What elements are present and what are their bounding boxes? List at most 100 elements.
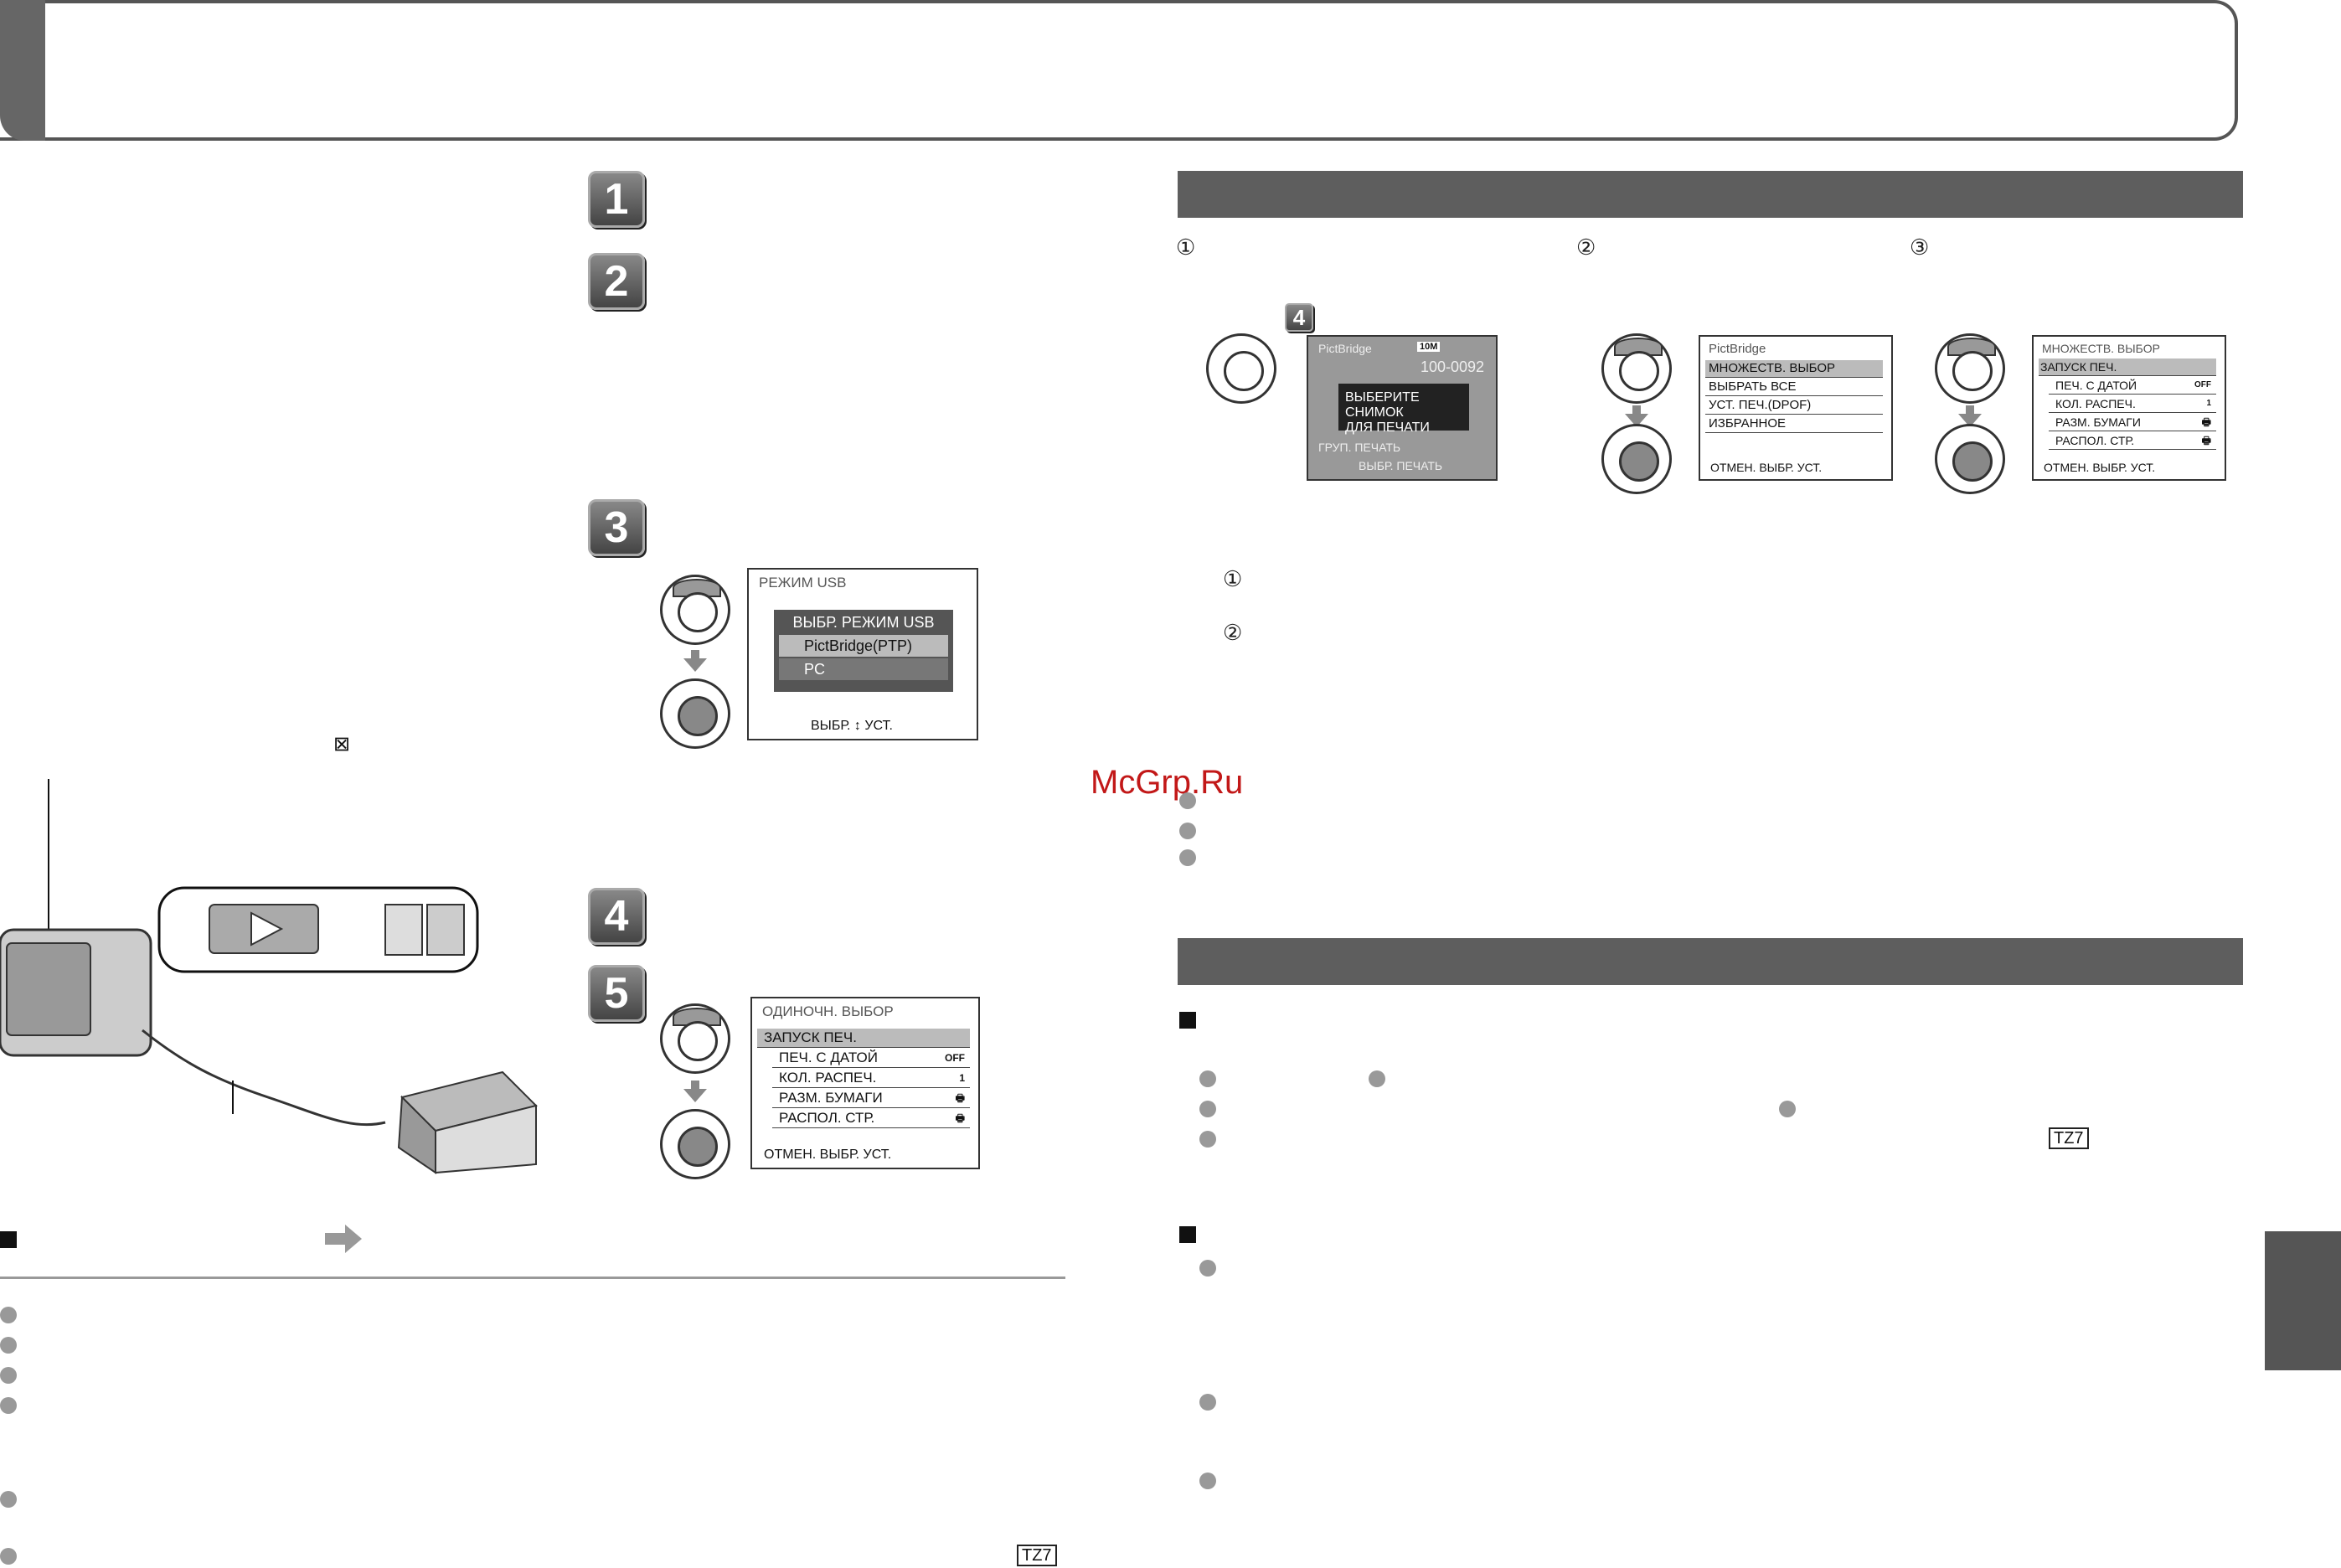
step-badge-2: 2 bbox=[588, 253, 645, 310]
multi-select-footer: ОТМЕН. ВЫБР. УСТ. bbox=[2044, 461, 2156, 474]
circled-num-2: ② bbox=[1576, 235, 1596, 260]
pictbridge-title: PictBridge bbox=[1709, 342, 1766, 356]
pictbridge-menu-screen: PictBridge МНОЖЕСТВ. ВЫБОР ВЫБРАТЬ ВСЕ У… bbox=[1699, 335, 1893, 481]
row-value: 1 bbox=[2206, 399, 2211, 408]
section-square-icon bbox=[1179, 1226, 1196, 1243]
pictbridge-row-dpof[interactable]: УСТ. ПЕЧ.(DPOF) bbox=[1705, 397, 1883, 415]
printer-icon: 🖶 bbox=[2201, 435, 2211, 446]
single-row-copies[interactable]: КОЛ. РАСПЕЧ. 1 bbox=[772, 1069, 970, 1088]
dpad-up-icon bbox=[1601, 333, 1672, 404]
watermark-text: McGrp.Ru bbox=[1091, 764, 1244, 801]
header-banner bbox=[0, 0, 2238, 141]
arrow-down-icon bbox=[691, 650, 699, 658]
bullet-icon bbox=[1369, 1070, 1385, 1087]
bullet-icon bbox=[1199, 1101, 1216, 1117]
header-banner-tab bbox=[0, 0, 45, 141]
bullet-icon bbox=[0, 1491, 17, 1508]
single-select-screen: ОДИНОЧН. ВЫБОР ЗАПУСК ПЕЧ. ПЕЧ. С ДАТОЙ O… bbox=[750, 997, 980, 1169]
usb-menu-heading: ВЫБР. РЕЖИМ USB bbox=[792, 614, 935, 631]
bullet-icon bbox=[1779, 1101, 1796, 1117]
divider bbox=[0, 1277, 1065, 1279]
multi-row-copies[interactable]: КОЛ. РАСПЕЧ. 1 bbox=[2049, 395, 2216, 413]
single-row-start-print[interactable]: ЗАПУСК ПЕЧ. bbox=[757, 1029, 970, 1048]
dpad-set-icon bbox=[1935, 424, 2005, 494]
pictbridge-row-multi[interactable]: МНОЖЕСТВ. ВЫБОР bbox=[1705, 360, 1883, 378]
bullet-icon bbox=[1199, 1260, 1216, 1277]
bullet-icon bbox=[0, 1307, 17, 1323]
bullet-icon bbox=[1179, 823, 1196, 839]
row-label: КОЛ. РАСПЕЧ. bbox=[2055, 397, 2136, 410]
dpad-set-icon bbox=[660, 678, 730, 749]
usb-screen-title: РЕЖИМ USB bbox=[759, 575, 847, 591]
side-tab bbox=[2265, 1231, 2341, 1370]
dpad-up-icon bbox=[660, 1003, 730, 1074]
usb-option-pictbridge[interactable]: PictBridge(PTP) bbox=[779, 635, 948, 657]
bullet-icon bbox=[1199, 1394, 1216, 1411]
row-value: OFF bbox=[945, 1052, 965, 1064]
row-label: РАСПОЛ. СТР. bbox=[2055, 434, 2135, 447]
usb-option-pc[interactable]: PC bbox=[779, 658, 948, 680]
bullet-icon bbox=[0, 1548, 17, 1565]
right-arrow-icon bbox=[325, 1225, 362, 1253]
row-label: РАЗМ. БУМАГИ bbox=[779, 1090, 883, 1106]
bullet-icon bbox=[0, 1397, 17, 1414]
row-value: 1 bbox=[959, 1072, 965, 1084]
dpad-set-icon bbox=[660, 1109, 730, 1179]
bullet-icon bbox=[1199, 1131, 1216, 1148]
circled-num-2: ② bbox=[1223, 620, 1243, 645]
row-label: РАСПОЛ. СТР. bbox=[779, 1110, 875, 1126]
usb-mode-menu: ВЫБР. РЕЖИМ USB PictBridge(PTP) PC bbox=[774, 610, 953, 692]
arrow-down-icon bbox=[1632, 405, 1641, 414]
tz7-badge: TZ7 bbox=[2049, 1127, 2089, 1149]
camera-pictbridge-screen: PictBridge 10M 100-0092 ВЫБЕРИТЕ СНИМОК … bbox=[1307, 335, 1498, 481]
select-print-label: ВЫБР. ПЕЧАТЬ bbox=[1359, 459, 1443, 472]
single-row-page-layout[interactable]: РАСПОЛ. СТР. 🖶 bbox=[772, 1109, 970, 1128]
bullet-icon bbox=[0, 1337, 17, 1354]
row-label: ЗАПУСК ПЕЧ. bbox=[2040, 360, 2117, 374]
bullet-icon bbox=[1179, 792, 1196, 809]
no-connect-icon: ⊠ bbox=[333, 733, 351, 756]
row-label: КОЛ. РАСПЕЧ. bbox=[779, 1070, 877, 1086]
multi-row-paper-size[interactable]: РАЗМ. БУМАГИ🖶 bbox=[2049, 414, 2216, 431]
circled-num-1: ① bbox=[1223, 566, 1243, 591]
select-image-message: ВЫБЕРИТЕ СНИМОК ДЛЯ ПЕЧАТИ bbox=[1338, 384, 1469, 435]
bullet-icon bbox=[1179, 849, 1196, 866]
tz7-badge: TZ7 bbox=[1017, 1545, 1057, 1566]
multi-row-page-layout[interactable]: РАСПОЛ. СТР. 🖶 bbox=[2049, 432, 2216, 450]
pictbridge-footer: ОТМЕН. ВЫБР. УСТ. bbox=[1710, 461, 1823, 474]
message-line-1: ВЫБЕРИТЕ СНИМОК bbox=[1345, 390, 1420, 420]
step-badge-5: 5 bbox=[588, 965, 645, 1022]
camera-printer-illustration bbox=[0, 779, 538, 1174]
row-value: OFF bbox=[2194, 380, 2211, 389]
multi-row-start-print[interactable]: ЗАПУСК ПЕЧ. bbox=[2039, 358, 2216, 376]
bullet-icon bbox=[1199, 1473, 1216, 1489]
pictbridge-row-all[interactable]: ВЫБРАТЬ ВСЕ bbox=[1705, 379, 1883, 396]
arrow-down-icon bbox=[1966, 405, 1974, 414]
step-badge-3: 3 bbox=[588, 499, 645, 556]
single-select-footer: ОТМЕН. ВЫБР. УСТ. bbox=[764, 1148, 892, 1162]
arrow-down-icon bbox=[683, 658, 707, 672]
section-bar-top bbox=[1178, 171, 2243, 218]
usb-mode-screen: РЕЖИМ USB ВЫБР. РЕЖИМ USB PictBridge(PTP… bbox=[747, 568, 978, 740]
circled-num-3: ③ bbox=[1910, 235, 1930, 260]
step-badge-1: 1 bbox=[588, 171, 645, 228]
single-row-paper-size[interactable]: РАЗМ. БУМАГИ 🖶 bbox=[772, 1089, 970, 1108]
usb-screen-footer: ВЫБР. ↕ УСТ. bbox=[811, 719, 893, 733]
bullet-icon bbox=[0, 1367, 17, 1384]
printer-icon: 🖶 bbox=[2201, 416, 2211, 428]
step-badge-small-4: 4 bbox=[1285, 303, 1313, 332]
single-row-date-print[interactable]: ПЕЧ. С ДАТОЙ OFF bbox=[772, 1049, 970, 1068]
pictbridge-row-favorites[interactable]: ИЗБРАННОЕ bbox=[1705, 415, 1883, 433]
bullet-icon bbox=[1199, 1070, 1216, 1087]
step-badge-4: 4 bbox=[588, 888, 645, 945]
arrow-down-icon bbox=[691, 1081, 699, 1089]
printer-icon: 🖶 bbox=[955, 1092, 965, 1104]
printer-icon: 🖶 bbox=[955, 1112, 965, 1124]
single-select-title: ОДИНОЧН. ВЫБОР bbox=[762, 1003, 894, 1019]
circled-num-1: ① bbox=[1176, 235, 1196, 260]
row-label: ПЕЧ. С ДАТОЙ bbox=[779, 1050, 878, 1065]
message-line-2: ДЛЯ ПЕЧАТИ bbox=[1345, 420, 1430, 435]
dpad-up-icon bbox=[660, 575, 730, 645]
row-label: ЗАПУСК ПЕЧ. bbox=[764, 1029, 857, 1045]
